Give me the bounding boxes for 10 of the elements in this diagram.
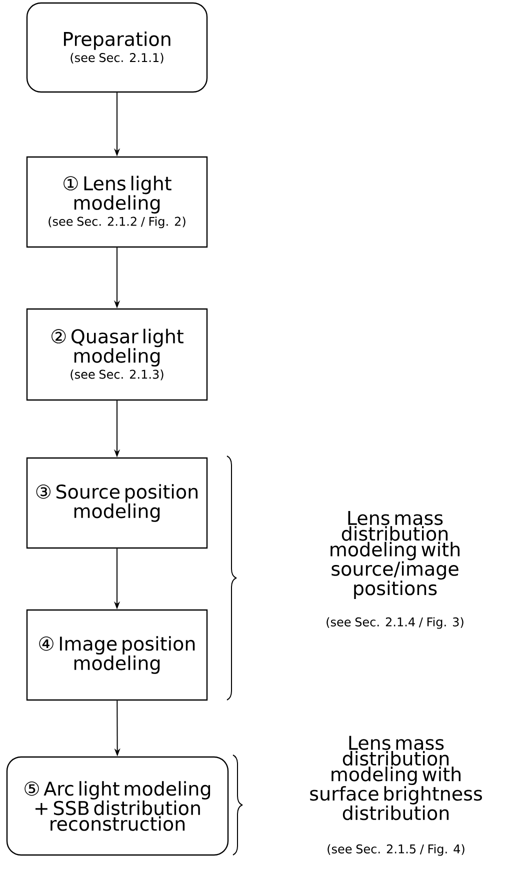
process-box: ④ Image position modeling: [26, 609, 208, 701]
annotation: Lens mass distribution modeling with source/image positions: [330, 511, 460, 599]
section-reference: (see Sec. 2.1.4 / Fig. 3): [326, 617, 464, 629]
annotation: Lens mass distribution modeling with surface brightness distribution: [310, 736, 482, 820]
process-box: ⑤ Arc light modeling + SSB distribution reconstruction: [6, 756, 229, 856]
process-box: ② Quasar light modeling (see Sec. 2.1.3): [26, 308, 208, 401]
process-box: ③ Source position modeling: [26, 457, 208, 549]
process-box: ① Lens light modeling (see Sec. 2.1.2 / Fig. 2): [26, 156, 208, 248]
section-reference: (see Sec. 2.1.5 / Fig. 4): [328, 844, 464, 856]
process-box: Preparation (see Sec. 2.1.1): [26, 2, 208, 93]
